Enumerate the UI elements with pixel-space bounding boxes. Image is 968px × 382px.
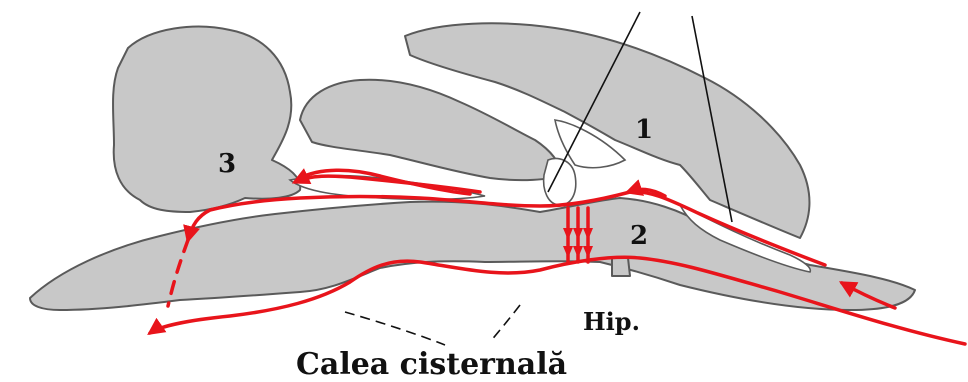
pointer-caption-right — [490, 305, 520, 342]
forebrain-lobe — [113, 27, 300, 212]
label-region-3: 3 — [218, 149, 236, 179]
pointer-caption-left — [345, 312, 445, 345]
label-region-1: 1 — [635, 115, 653, 145]
caption-cisternal-pathway: Calea cisternală — [296, 347, 567, 382]
label-region-2: 2 — [630, 221, 648, 251]
label-hypophysis: Hip. — [583, 307, 640, 336]
vertical-flow-arrows — [563, 208, 593, 262]
hypophysis-stalk — [612, 258, 630, 276]
ventricle-pocket-central — [544, 159, 576, 205]
cerebellum-middle — [300, 80, 562, 180]
